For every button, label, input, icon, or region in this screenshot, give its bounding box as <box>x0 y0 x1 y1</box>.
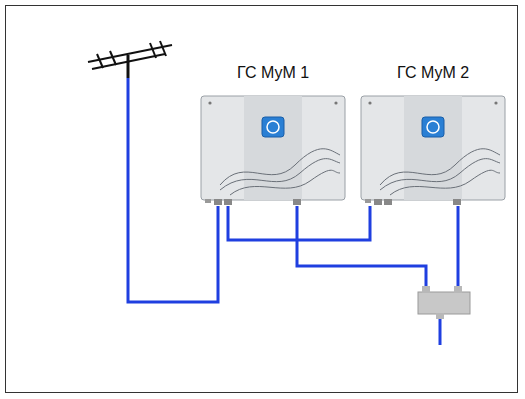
device-box: ГС МуМ 2 <box>360 95 506 206</box>
device-label: ГС МуМ 2 <box>397 64 469 82</box>
device-label: ГС МуМ 1 <box>237 64 309 82</box>
device-picture <box>360 95 506 206</box>
device-box: ГС МуМ 1 <box>200 95 346 206</box>
cable-connector <box>228 206 370 240</box>
device-picture <box>200 95 346 206</box>
splitter <box>418 286 470 319</box>
